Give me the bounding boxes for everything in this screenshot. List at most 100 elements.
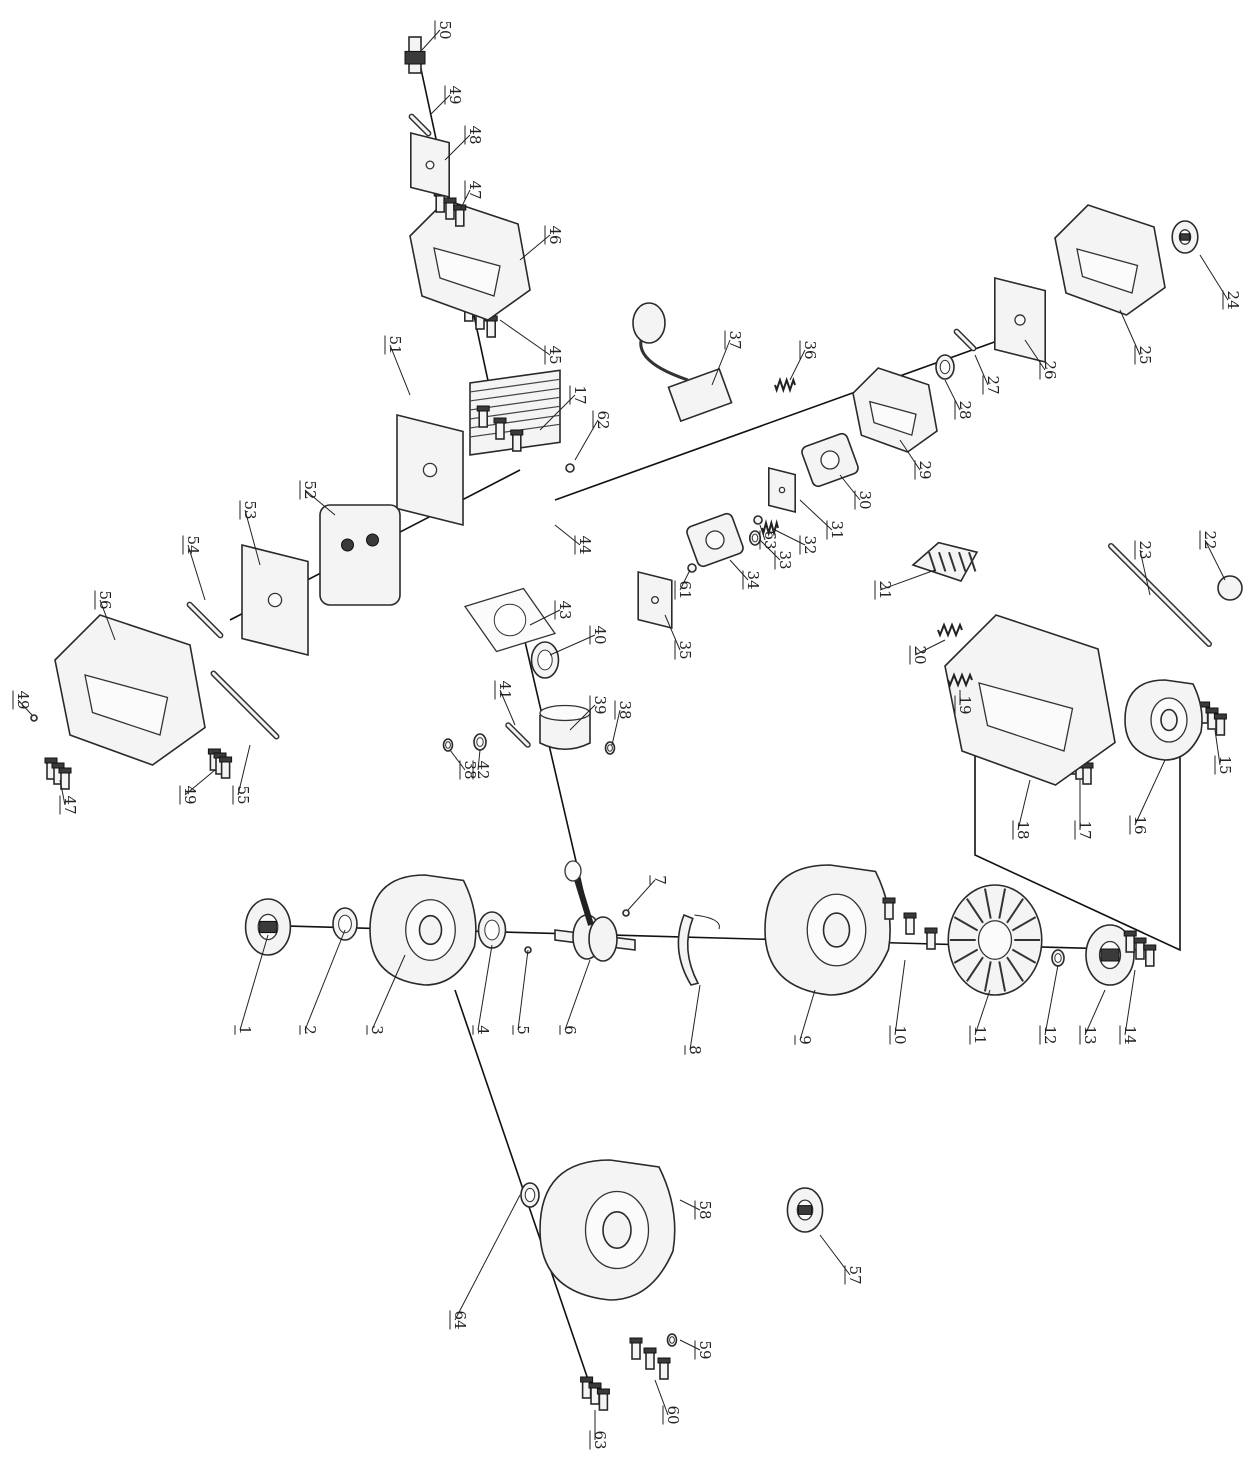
part-label-p25: 25 <box>1136 345 1154 364</box>
part-p59 <box>666 1333 678 1347</box>
part-label-p42: 42 <box>474 760 492 779</box>
leader-p47a <box>459 189 471 211</box>
part-label-p47a: 47 <box>466 180 484 199</box>
part-p49c <box>207 748 233 779</box>
part-p14 <box>1123 930 1157 967</box>
leader-p48 <box>444 134 471 161</box>
part-label-p41: 41 <box>496 680 514 699</box>
part-label-p33: 33 <box>776 550 794 569</box>
part-label-p21: 21 <box>876 580 894 599</box>
part-p33 <box>748 530 762 546</box>
part-label-p48: 48 <box>466 125 484 144</box>
leader-p27 <box>974 354 989 386</box>
axis-cylinder-crank <box>519 619 586 901</box>
leader-p38b <box>611 709 621 746</box>
part-p17b <box>476 405 524 452</box>
part-p32 <box>761 519 779 537</box>
part-label-p17a: 17 <box>1076 820 1094 839</box>
part-label-p63a: 63 <box>761 530 779 549</box>
part-p34 <box>686 512 744 568</box>
part-label-p8: 8 <box>686 1045 704 1055</box>
part-p21 <box>911 541 979 582</box>
leader-p8 <box>689 984 701 1051</box>
part-label-p57: 57 <box>846 1265 864 1284</box>
part-p37 <box>632 302 733 423</box>
leader-p23 <box>1139 549 1151 596</box>
part-p64 <box>520 1182 540 1208</box>
part-label-p18: 18 <box>1014 820 1032 839</box>
part-label-p31: 31 <box>828 520 846 539</box>
part-label-p55: 55 <box>234 785 252 804</box>
leader-p11 <box>974 989 991 1036</box>
part-p11 <box>947 884 1043 996</box>
part-label-p63b: 63 <box>591 1430 609 1449</box>
leader-p54 <box>187 544 206 601</box>
part-p39 <box>539 704 591 751</box>
leader-p5 <box>517 949 529 1031</box>
leader-p41 <box>499 689 516 726</box>
part-label-p14: 14 <box>1121 1025 1139 1044</box>
part-p30 <box>801 432 859 488</box>
part-p56 <box>54 614 206 766</box>
leader-p10 <box>894 959 906 1036</box>
part-label-p38a: 38 <box>461 760 479 779</box>
part-label-p64: 64 <box>451 1310 469 1329</box>
part-label-p17b: 17 <box>571 385 589 404</box>
part-p35 <box>637 570 673 630</box>
leader-p45 <box>499 319 551 356</box>
part-label-p60: 60 <box>664 1405 682 1424</box>
leader-p14 <box>1124 969 1136 1036</box>
part-label-p23: 23 <box>1136 540 1154 559</box>
part-label-p7: 7 <box>651 875 669 885</box>
leader-p42 <box>477 749 481 771</box>
leader-p59 <box>679 1339 701 1351</box>
leader-p24 <box>1199 254 1229 301</box>
leader-p3 <box>371 954 406 1031</box>
part-label-p37: 37 <box>726 330 744 349</box>
part-p2 <box>332 907 358 941</box>
axis-starter <box>974 705 1181 952</box>
parts-layer <box>30 36 1243 1411</box>
part-label-p19: 19 <box>956 695 974 714</box>
part-p57 <box>786 1187 824 1233</box>
part-p6 <box>554 860 636 962</box>
part-label-p39: 39 <box>591 695 609 714</box>
part-label-p49b: 49 <box>14 690 32 709</box>
part-label-p5: 5 <box>514 1025 532 1035</box>
part-p43 <box>463 587 557 653</box>
part-p1 <box>244 898 292 956</box>
leader-p12 <box>1044 964 1059 1036</box>
part-p49b <box>30 714 38 722</box>
part-p48 <box>410 131 450 199</box>
part-label-p11: 11 <box>971 1025 989 1044</box>
part-label-p20: 20 <box>911 645 929 664</box>
leader-p20 <box>914 639 946 656</box>
part-label-p24: 24 <box>1224 290 1242 309</box>
leader-p7 <box>627 879 656 911</box>
leader-p49a <box>429 94 451 116</box>
leader-p51 <box>389 344 411 396</box>
part-p23 <box>1108 543 1212 647</box>
part-p12 <box>1051 949 1065 967</box>
part-p24 <box>1171 220 1199 254</box>
part-label-p46: 46 <box>546 225 564 244</box>
part-p16 <box>1124 679 1203 761</box>
part-label-p15: 15 <box>1216 755 1234 774</box>
part-p50 <box>404 36 426 74</box>
leader-p17b <box>539 394 576 431</box>
part-p62 <box>565 463 575 473</box>
part-label-p52: 52 <box>301 480 319 499</box>
part-label-p22: 22 <box>1201 530 1219 549</box>
leader-p30 <box>839 474 861 501</box>
leader-p49c <box>184 769 216 796</box>
part-p36 <box>774 376 796 394</box>
part-p47b <box>44 757 72 790</box>
part-p29 <box>852 367 938 453</box>
leader-p18 <box>1017 779 1031 831</box>
leader-p62 <box>574 419 599 461</box>
part-label-p12: 12 <box>1041 1025 1059 1044</box>
leader-p34 <box>729 559 749 581</box>
part-label-p6: 6 <box>561 1025 579 1035</box>
part-label-p49c: 49 <box>181 785 199 804</box>
